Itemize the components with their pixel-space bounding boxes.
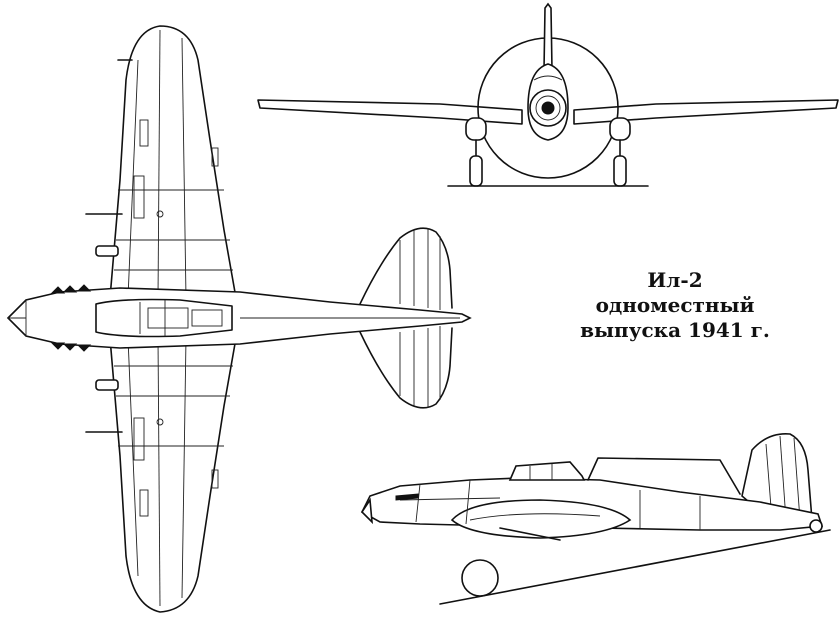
top-view-lower-wing [109,337,237,613]
top-view-lower-stabilizer [359,327,453,409]
front-view-spinner [529,89,567,127]
side-view-spinner [360,497,373,525]
top-view-wing-panel-lines [114,29,233,607]
front-view-right-wing [573,99,839,125]
top-view-wing-guns [85,59,133,433]
front-view-landing-gear [465,117,631,187]
top-view-upper-wing [109,25,237,299]
side-view-canopy [508,461,586,481]
top-view-upper-stabilizer [359,227,453,309]
side-view-fin [741,433,813,521]
caption-variant: одноместный [595,293,755,317]
drawing-caption: Ил-2 одноместный выпуска 1941 г. [540,268,810,343]
caption-aircraft-name: Ил-2 [647,268,703,292]
front-view [257,2,839,187]
top-view-cockpit [95,298,233,338]
side-view-tail-wheel [809,519,823,533]
top-view-exhaust-stubs [50,284,92,352]
front-view-fin [543,2,553,71]
side-view-dorsal-fairing [587,457,741,495]
side-view-panel-lines [399,479,701,530]
caption-production-year: выпуска 1941 г. [580,318,770,342]
side-view [360,433,831,605]
side-view-main-wheel [461,559,499,597]
top-view-tail-ribs [399,228,441,408]
side-view-wing-nacelle [450,499,632,539]
side-view-ground-line [439,529,831,605]
front-view-left-wing [257,99,523,125]
top-view-fuselage [6,287,472,349]
top-view [6,25,472,613]
side-view-exhaust [395,493,419,501]
